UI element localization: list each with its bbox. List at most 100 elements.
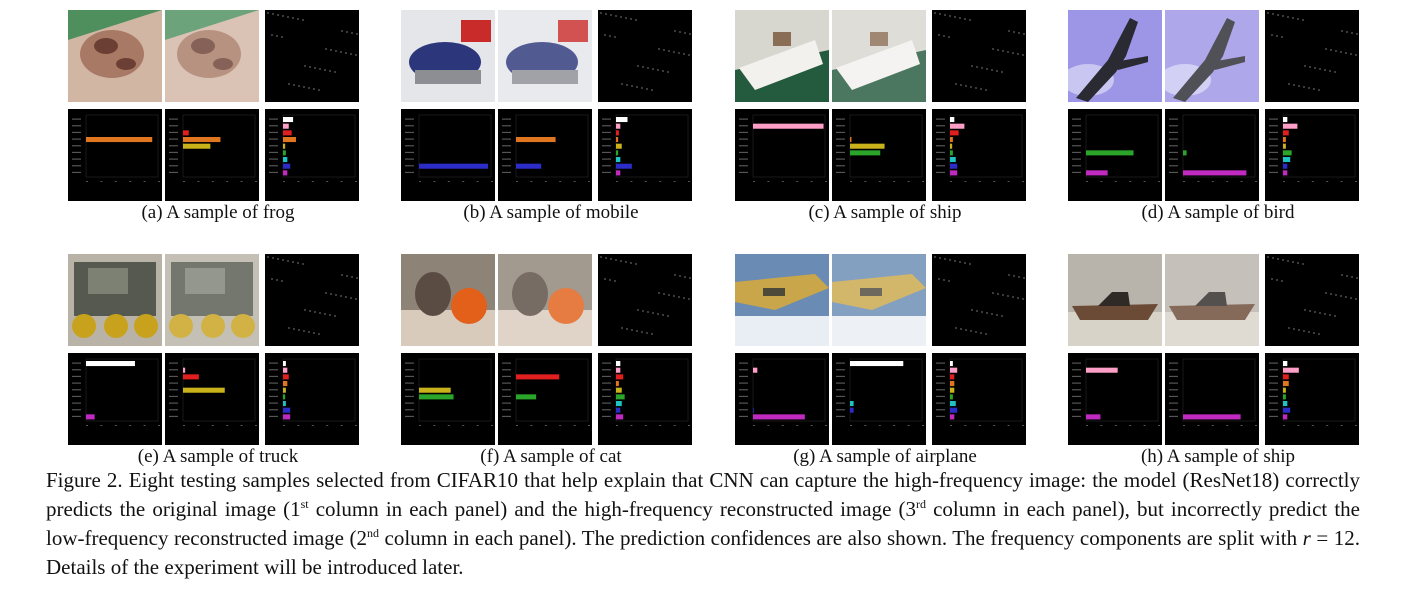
- class-label: [502, 145, 511, 147]
- confidence-bar: [1283, 401, 1288, 407]
- tick-mark: [1255, 425, 1257, 426]
- tick-mark: [850, 181, 852, 182]
- class-label: [72, 171, 81, 174]
- low-frequency-confidence-chart: [165, 353, 259, 445]
- tick-mark: [630, 425, 633, 426]
- tick-mark: [1297, 181, 1300, 182]
- tick-mark: [588, 425, 590, 426]
- confidence-bar: [1283, 143, 1286, 149]
- class-label: [739, 389, 748, 391]
- class-label: [502, 409, 511, 411]
- class-label: [502, 138, 511, 140]
- tick-mark: [283, 425, 285, 426]
- tick-mark: [355, 425, 357, 426]
- class-label: [269, 131, 278, 134]
- sample-image: [401, 10, 495, 102]
- tick-mark: [1283, 181, 1285, 182]
- class-label: [739, 125, 748, 127]
- confidence-bar: [1086, 170, 1108, 176]
- class-label: [739, 158, 748, 160]
- confidence-bars: [1165, 109, 1259, 201]
- sample-image: [735, 10, 829, 102]
- class-label: [602, 415, 611, 418]
- tick-mark: [781, 181, 784, 182]
- tick-mark: [559, 425, 562, 426]
- class-label: [72, 145, 81, 147]
- confidence-bar: [616, 394, 625, 400]
- confidence-bar: [616, 381, 619, 387]
- tick-mark: [796, 425, 799, 426]
- tick-mark: [226, 181, 229, 182]
- confidence-bar: [283, 150, 286, 156]
- confidence-bar: [616, 361, 621, 367]
- panel-caption: (d) A sample of bird: [1141, 202, 1295, 223]
- tick-mark: [197, 425, 200, 426]
- tick-mark: [950, 425, 952, 426]
- high-frequency-image: [265, 254, 359, 346]
- confidence-bar: [950, 394, 953, 400]
- class-label: [602, 118, 611, 120]
- panel-caption: (h) A sample of ship: [1140, 446, 1296, 467]
- tick-mark: [114, 425, 117, 426]
- sample-image: [68, 10, 162, 102]
- confidence-bar: [850, 407, 854, 413]
- class-label: [72, 415, 81, 418]
- confidence-bars: [165, 353, 259, 445]
- tick-mark: [1326, 181, 1329, 182]
- class-label: [1169, 369, 1178, 371]
- class-label: [936, 402, 945, 404]
- tick-mark: [433, 181, 436, 182]
- tick-mark: [1022, 181, 1024, 182]
- tick-mark: [688, 425, 690, 426]
- confidence-bars: [1165, 353, 1259, 445]
- class-label: [739, 171, 748, 174]
- tick-mark: [183, 425, 185, 426]
- class-label: [502, 125, 511, 127]
- class-label: [72, 125, 81, 127]
- class-label: [836, 409, 845, 411]
- caption-text: column in each panel), but incorrectly p…: [46, 497, 1360, 550]
- class-label: [1269, 395, 1278, 398]
- class-label: [169, 171, 178, 174]
- class-label: [602, 145, 611, 147]
- tick-mark: [767, 425, 770, 426]
- tick-mark: [810, 425, 813, 426]
- tick-mark: [1183, 181, 1185, 182]
- tick-mark: [226, 425, 229, 426]
- tick-mark: [240, 181, 243, 182]
- tick-mark: [1211, 181, 1214, 182]
- low-frequency-confidence-chart: [1165, 109, 1259, 201]
- tick-mark: [211, 181, 214, 182]
- class-label: [1169, 415, 1178, 418]
- panel-caption: (b) A sample of mobile: [463, 202, 639, 223]
- class-label: [602, 389, 611, 391]
- class-label: [936, 171, 945, 174]
- class-label: [739, 165, 748, 167]
- class-label: [269, 362, 278, 364]
- confidence-bar: [516, 394, 537, 400]
- class-label: [936, 158, 945, 160]
- class-label: [169, 402, 178, 404]
- tick-mark: [1022, 425, 1024, 426]
- confidence-bar: [1283, 414, 1288, 420]
- class-label: [1269, 402, 1278, 404]
- tick-mark: [1143, 425, 1146, 426]
- confidence-bar: [616, 414, 624, 420]
- sample-panel: (b) A sample of mobile: [401, 10, 701, 242]
- confidence-bars: [1068, 109, 1162, 201]
- class-label: [405, 402, 414, 404]
- class-label: [405, 389, 414, 391]
- confidence-bar: [616, 137, 619, 143]
- class-label: [936, 145, 945, 147]
- tick-mark: [1007, 181, 1010, 182]
- confidence-bar: [86, 414, 95, 420]
- tick-mark: [1114, 425, 1117, 426]
- confidence-bars: [1265, 353, 1359, 445]
- class-label: [1269, 382, 1278, 384]
- high-frequency-image: [598, 10, 692, 102]
- confidence-bar: [950, 117, 955, 123]
- class-label: [1072, 409, 1081, 411]
- confidence-bar: [283, 143, 286, 149]
- class-label: [269, 158, 278, 160]
- tick-mark: [850, 425, 852, 426]
